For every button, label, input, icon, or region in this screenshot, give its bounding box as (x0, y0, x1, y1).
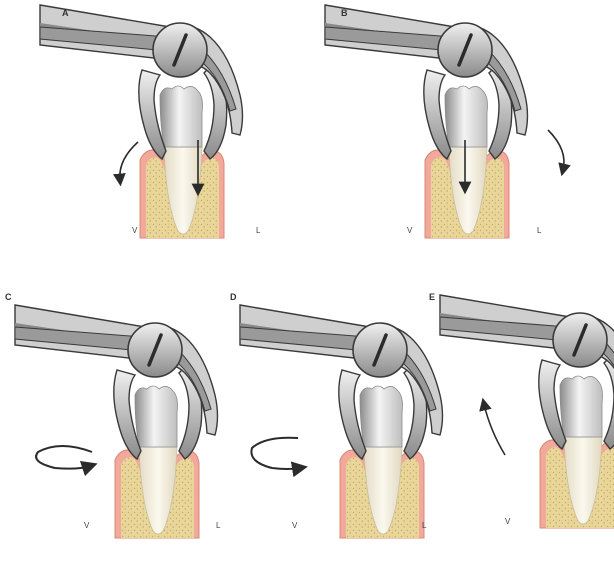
side-label-a-right: L (256, 226, 261, 235)
panel-a (40, 5, 243, 238)
panel-b (325, 5, 528, 238)
panel-label-c: C (5, 292, 12, 302)
panel-label-e: E (429, 292, 435, 302)
rotation-arrow-a (120, 142, 138, 180)
panel-label-a: A (62, 8, 69, 18)
side-label-b-right: L (537, 226, 542, 235)
side-label-e-left: V (505, 517, 511, 526)
rotation-arrow-d (251, 438, 300, 469)
panel-label-b: B (341, 8, 348, 18)
panel-d (240, 305, 443, 538)
rotation-arrow-c (36, 446, 92, 469)
panel-label-d: D (230, 292, 237, 302)
side-label-b-left: V (407, 226, 413, 235)
side-label-a-left: V (132, 226, 138, 235)
side-label-d-right: L (422, 521, 427, 530)
side-label-c-right: L (216, 521, 221, 530)
panel-e (440, 295, 614, 528)
extraction-arrow-e (484, 404, 505, 455)
side-label-d-left: V (292, 521, 298, 530)
panel-c (15, 305, 218, 538)
rotation-arrow-b (548, 130, 564, 170)
side-label-c-left: V (84, 521, 90, 530)
